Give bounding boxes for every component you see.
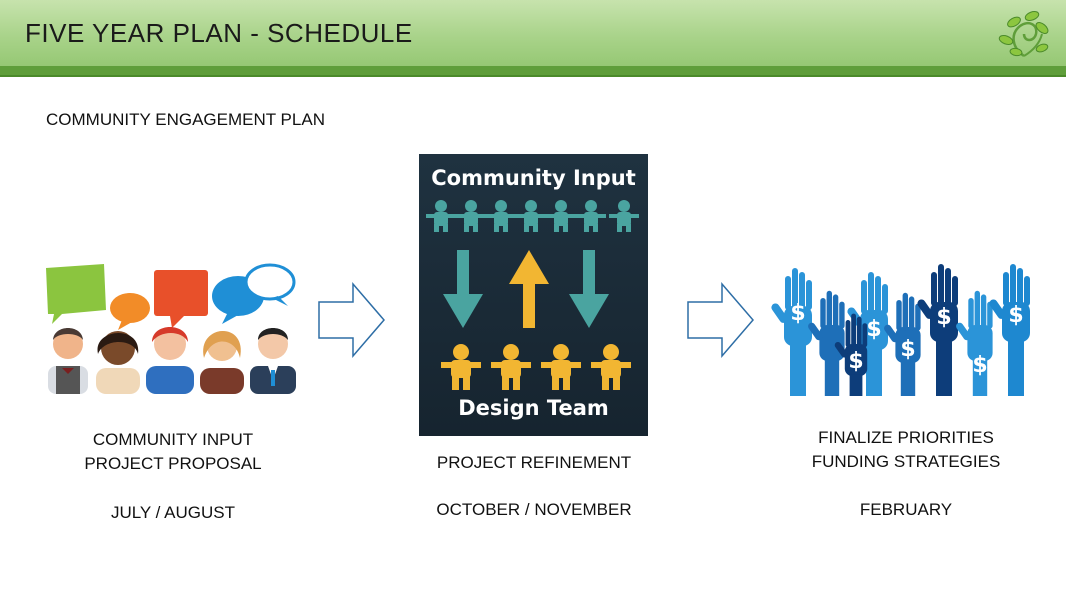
svg-text:$: $ <box>790 301 805 326</box>
step1-line1: COMMUNITY INPUT <box>92 430 254 449</box>
step1-line2: PROJECT PROPOSAL <box>84 454 262 473</box>
section-subtitle: COMMUNITY ENGAGEMENT PLAN <box>46 110 325 129</box>
header-rule-dark <box>0 75 1066 77</box>
svg-text:$: $ <box>936 305 951 330</box>
step3-line2: FUNDING STRATEGIES <box>811 452 1001 471</box>
step3-line1: FINALIZE PRIORITIES <box>818 428 994 447</box>
next-step-arrow-icon <box>687 282 754 358</box>
step3-date: FEBRUARY <box>859 500 953 519</box>
panel-top-label: Community Input <box>431 166 636 190</box>
page-title: FIVE YEAR PLAN - SCHEDULE <box>25 18 413 48</box>
next-step-arrow-icon <box>318 282 385 358</box>
step2-date: OCTOBER / NOVEMBER <box>436 500 632 519</box>
step1-caption: COMMUNITY INPUT PROJECT PROPOSAL <box>60 428 286 476</box>
step2-line1: PROJECT REFINEMENT <box>436 453 632 472</box>
header-bar <box>0 0 1066 66</box>
svg-text:$: $ <box>866 317 881 342</box>
step3-caption: FINALIZE PRIORITIES FUNDING STRATEGIES <box>790 426 1022 474</box>
header-rule <box>0 66 1066 75</box>
svg-text:$: $ <box>972 353 987 378</box>
community-design-exchange-icon: Community Input Design Team <box>419 154 648 436</box>
raised-hands-dollar-icon: $ $ $ $ $ $ $ <box>770 264 1030 396</box>
step1-date: JULY / AUGUST <box>110 503 236 522</box>
panel-bottom-label: Design Team <box>458 396 609 420</box>
svg-text:$: $ <box>1008 303 1023 328</box>
svg-text:$: $ <box>900 337 915 362</box>
leaf-vine-icon <box>998 11 1049 58</box>
svg-text:$: $ <box>848 349 863 374</box>
people-speech-bubbles-icon <box>46 263 296 394</box>
